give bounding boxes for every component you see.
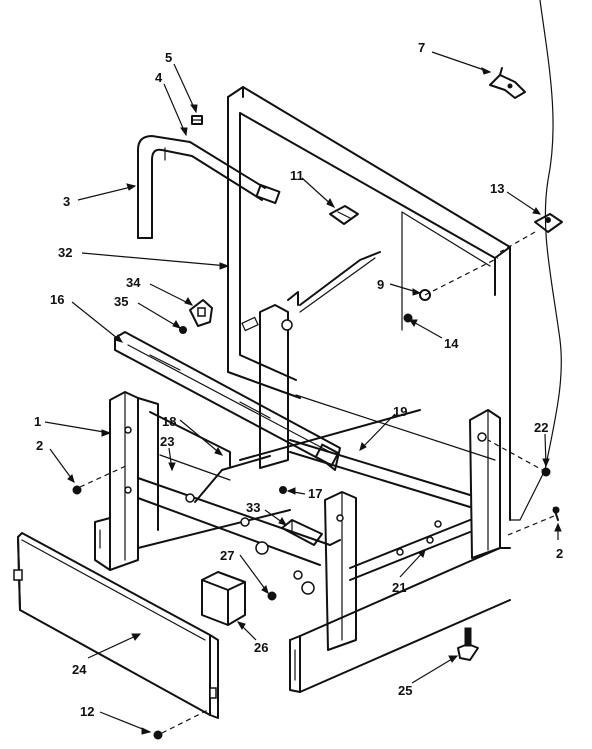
- part-11-clip: [329, 205, 359, 225]
- part-27-screw: [267, 591, 277, 601]
- callout-22: 22: [534, 420, 548, 435]
- part-24-toe-panel: [13, 532, 219, 719]
- part-9-nut: [419, 289, 431, 301]
- callout-32: 32: [58, 245, 72, 260]
- part-21-front-rail: [349, 519, 471, 581]
- part-34-clip: [189, 299, 213, 327]
- callout-25: 25: [398, 683, 412, 698]
- part-19-rear-rail: [194, 409, 471, 508]
- callout-27: 27: [220, 548, 234, 563]
- part-7-bracket: [489, 67, 526, 99]
- callout-2-right: 2: [556, 546, 563, 561]
- part-12-screw: [153, 709, 209, 740]
- callout-4: 4: [155, 70, 163, 85]
- callout-14: 14: [444, 336, 459, 351]
- rear-left-upright: [259, 291, 299, 469]
- callout-21: 21: [392, 580, 406, 595]
- callout-2-left: 2: [36, 438, 43, 453]
- callout-labels: 5 4 7 3 11 13 32 34 9 35 16 14 1 18 19 2…: [34, 40, 563, 719]
- callout-19: 19: [393, 404, 407, 419]
- callout-7: 7: [418, 40, 425, 55]
- callout-24: 24: [72, 662, 87, 677]
- callout-18: 18: [162, 414, 176, 429]
- callout-9: 9: [377, 277, 384, 292]
- part-25-leveling-leg: [457, 627, 479, 661]
- part-2-screw-left: [72, 464, 129, 495]
- part-16-top-rail: [114, 331, 341, 471]
- rear-right-upright: [469, 409, 501, 559]
- callout-11: 11: [290, 168, 304, 183]
- callout-1: 1: [34, 414, 41, 429]
- callout-13: 13: [490, 181, 504, 196]
- callout-5: 5: [165, 50, 172, 65]
- callout-35: 35: [114, 294, 128, 309]
- part-2-screw-right: [507, 506, 560, 536]
- part-18-inner-bracket: [149, 411, 231, 481]
- callout-34: 34: [126, 275, 141, 290]
- front-right-upright: [324, 491, 357, 651]
- part-17-screw: [279, 486, 287, 494]
- callout-16: 16: [50, 292, 64, 307]
- part-26-block: [201, 571, 246, 626]
- tub-frame: [227, 0, 562, 521]
- left-side-rail: [137, 397, 341, 595]
- callout-23: 23: [160, 434, 174, 449]
- part-22-screw: [487, 439, 551, 477]
- callout-17: 17: [308, 486, 322, 501]
- callout-33: 33: [246, 500, 260, 515]
- part-5-screw: [191, 115, 203, 125]
- callout-3: 3: [63, 194, 70, 209]
- callout-12: 12: [80, 704, 94, 719]
- callout-26: 26: [254, 640, 268, 655]
- part-1-left-front-upright: [94, 391, 139, 571]
- part-3-seal-tube: [137, 135, 281, 239]
- base-bottom-plate: [289, 547, 511, 693]
- leader-lines: [44, 51, 562, 735]
- part-33-clip: [281, 519, 323, 546]
- part-13-hinge-bracket: [499, 213, 563, 253]
- part-35-screw: [179, 326, 187, 334]
